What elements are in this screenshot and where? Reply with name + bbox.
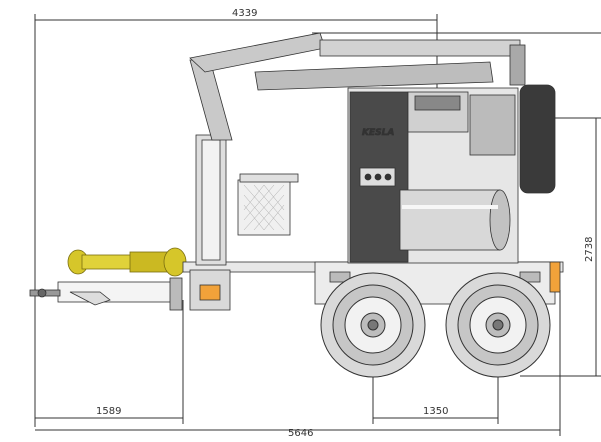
pto-shaft	[67, 247, 187, 277]
wheel-front	[320, 272, 426, 378]
power-unit: KESLA	[347, 84, 556, 264]
hitch-offset-label: 1589	[96, 406, 121, 417]
drawbar	[29, 277, 183, 311]
wheel-rear	[445, 272, 551, 378]
mesh-box	[237, 173, 299, 236]
axle-spacing-label: 1350	[423, 406, 448, 417]
crane-boom	[189, 32, 526, 266]
top-length-label: 4339	[232, 8, 257, 19]
height-label: 2738	[584, 237, 595, 262]
brand-logo: KESLA	[362, 128, 394, 138]
warning-light	[549, 261, 561, 293]
overall-length-label: 5646	[288, 428, 313, 438]
